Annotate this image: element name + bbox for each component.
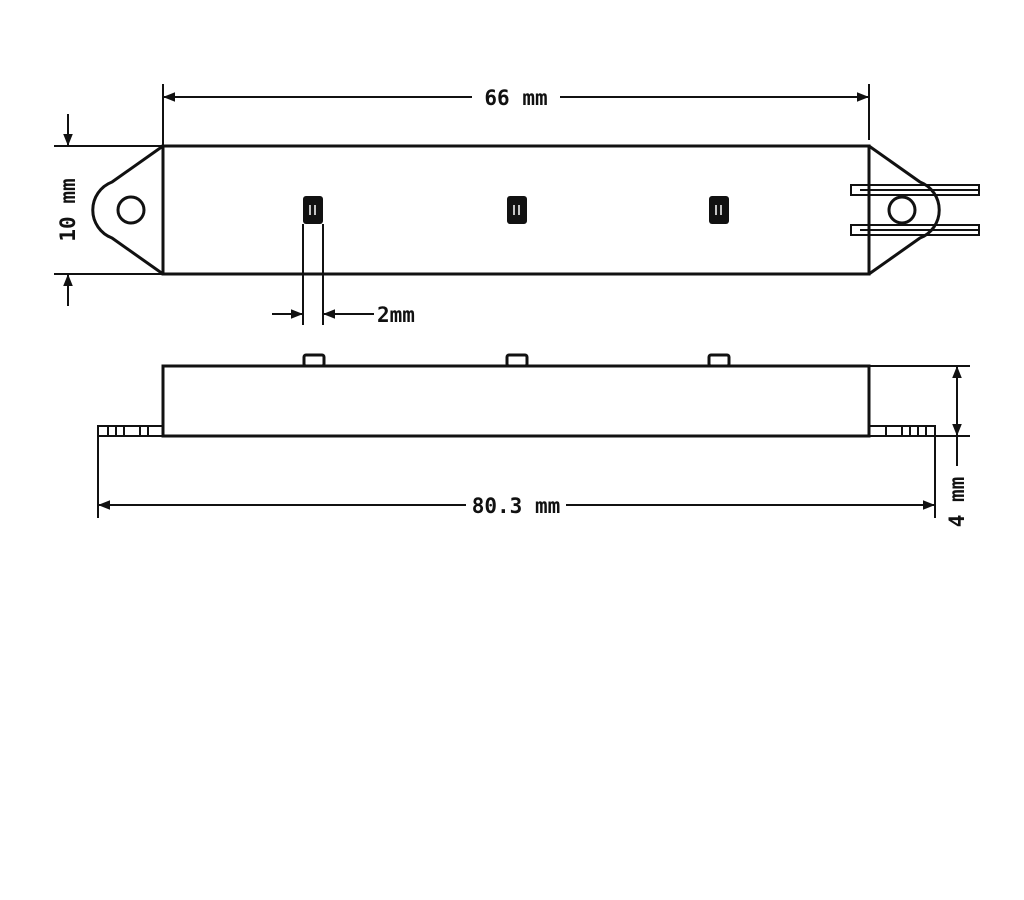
right-mounting-tab xyxy=(868,144,941,276)
total-length-label: 80.3 mm xyxy=(472,494,561,518)
led-chip xyxy=(709,196,729,224)
length-label: 66 mm xyxy=(484,86,547,110)
side-view: 80.3 mm 4 mm xyxy=(97,353,970,528)
total-length-dimension: 80.3 mm xyxy=(97,436,936,518)
led-profile xyxy=(505,353,529,368)
module-body-side xyxy=(161,364,871,438)
led-chip xyxy=(303,196,323,224)
height-label: 4 mm xyxy=(945,477,969,528)
right-mounting-hole xyxy=(887,195,917,225)
height-dimension: 4 mm xyxy=(869,365,970,528)
length-dimension: 66 mm xyxy=(162,84,870,146)
left-flange xyxy=(97,425,164,437)
led-profile xyxy=(707,353,731,368)
width-label: 10 mm xyxy=(56,178,80,241)
wire-leads xyxy=(850,184,980,236)
left-mounting-hole xyxy=(116,195,146,225)
led-width-dimension: 2mm xyxy=(272,224,415,327)
top-view: 66 mm 10 mm 2mm xyxy=(54,84,980,327)
led-profile xyxy=(302,353,326,368)
module-body-top xyxy=(161,144,871,276)
led-width-label: 2mm xyxy=(377,303,415,327)
width-dimension: 10 mm xyxy=(54,114,163,306)
led-chip xyxy=(507,196,527,224)
left-mounting-tab xyxy=(91,144,164,276)
right-flange xyxy=(868,425,936,437)
